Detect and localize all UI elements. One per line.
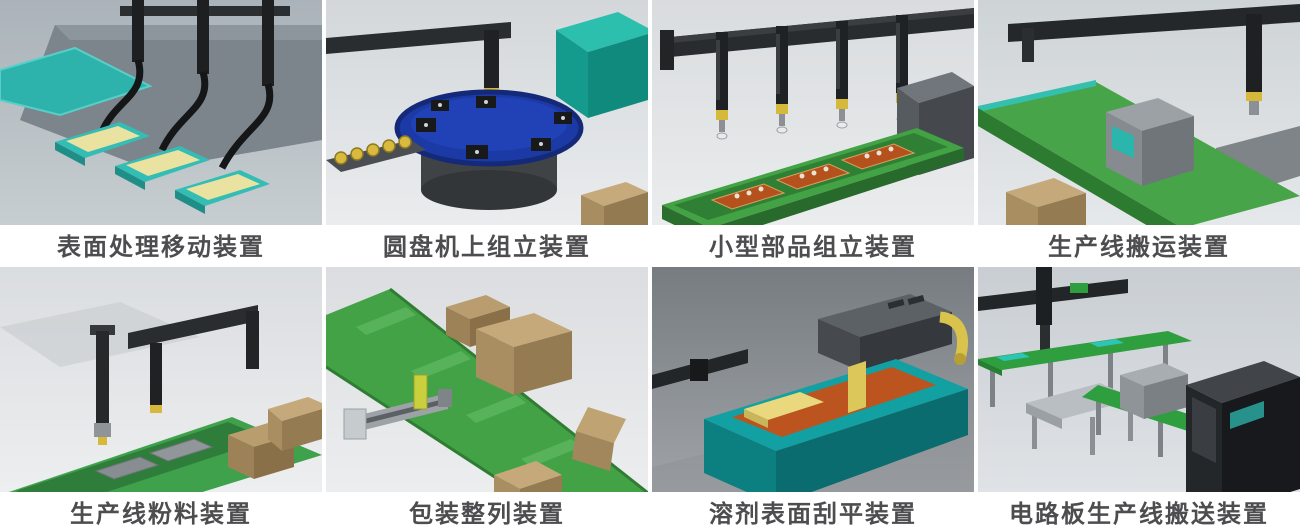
tile-caption: 电路板生产线搬送装置	[1009, 500, 1269, 528]
gallery-tile-production-line-powder[interactable]: 生产线粉料装置	[0, 267, 322, 530]
illustration-packaging-alignment	[326, 267, 648, 530]
caption-bar: 表面处理移动装置	[0, 225, 322, 263]
tile-caption: 小型部品组立装置	[709, 233, 917, 261]
caption-bar: 电路板生产线搬送装置	[978, 492, 1300, 530]
tile-caption: 生产线搬运装置	[1048, 233, 1230, 261]
tile-caption: 溶剂表面刮平装置	[709, 500, 917, 528]
caption-bar: 生产线搬运装置	[978, 225, 1300, 263]
caption-bar: 圆盘机上组立装置	[326, 225, 648, 263]
gallery-tile-rotary-table-assembly[interactable]: 圆盘机上组立装置	[326, 0, 648, 263]
caption-bar: 小型部品组立装置	[652, 225, 974, 263]
gallery-tile-pcb-line-transport[interactable]: 电路板生产线搬送装置	[978, 267, 1300, 530]
gallery-tile-production-line-transfer[interactable]: 生产线搬运装置	[978, 0, 1300, 263]
gallery-tile-surface-treatment-mover[interactable]: 表面处理移动装置	[0, 0, 322, 263]
illustration-rotary-table-assembly	[326, 0, 648, 263]
tile-caption: 包装整列装置	[409, 500, 565, 528]
caption-bar: 溶剂表面刮平装置	[652, 492, 974, 530]
caption-bar: 生产线粉料装置	[0, 492, 322, 530]
tile-caption: 圆盘机上组立装置	[383, 233, 591, 261]
tile-caption: 生产线粉料装置	[70, 500, 252, 528]
gallery-tile-solvent-surface-leveling[interactable]: 溶剂表面刮平装置	[652, 267, 974, 530]
illustration-solvent-surface-leveling	[652, 267, 974, 530]
caption-bar: 包装整列装置	[326, 492, 648, 530]
illustration-production-line-transfer	[978, 0, 1300, 263]
gallery-tile-packaging-alignment[interactable]: 包装整列装置	[326, 267, 648, 530]
illustration-surface-treatment-mover	[0, 0, 322, 263]
illustration-production-line-powder	[0, 267, 322, 530]
illustration-pcb-line-transport	[978, 267, 1300, 530]
gallery-tile-small-parts-assembly[interactable]: 小型部品组立装置	[652, 0, 974, 263]
illustration-small-parts-assembly	[652, 0, 974, 263]
tile-caption: 表面处理移动装置	[57, 233, 265, 261]
